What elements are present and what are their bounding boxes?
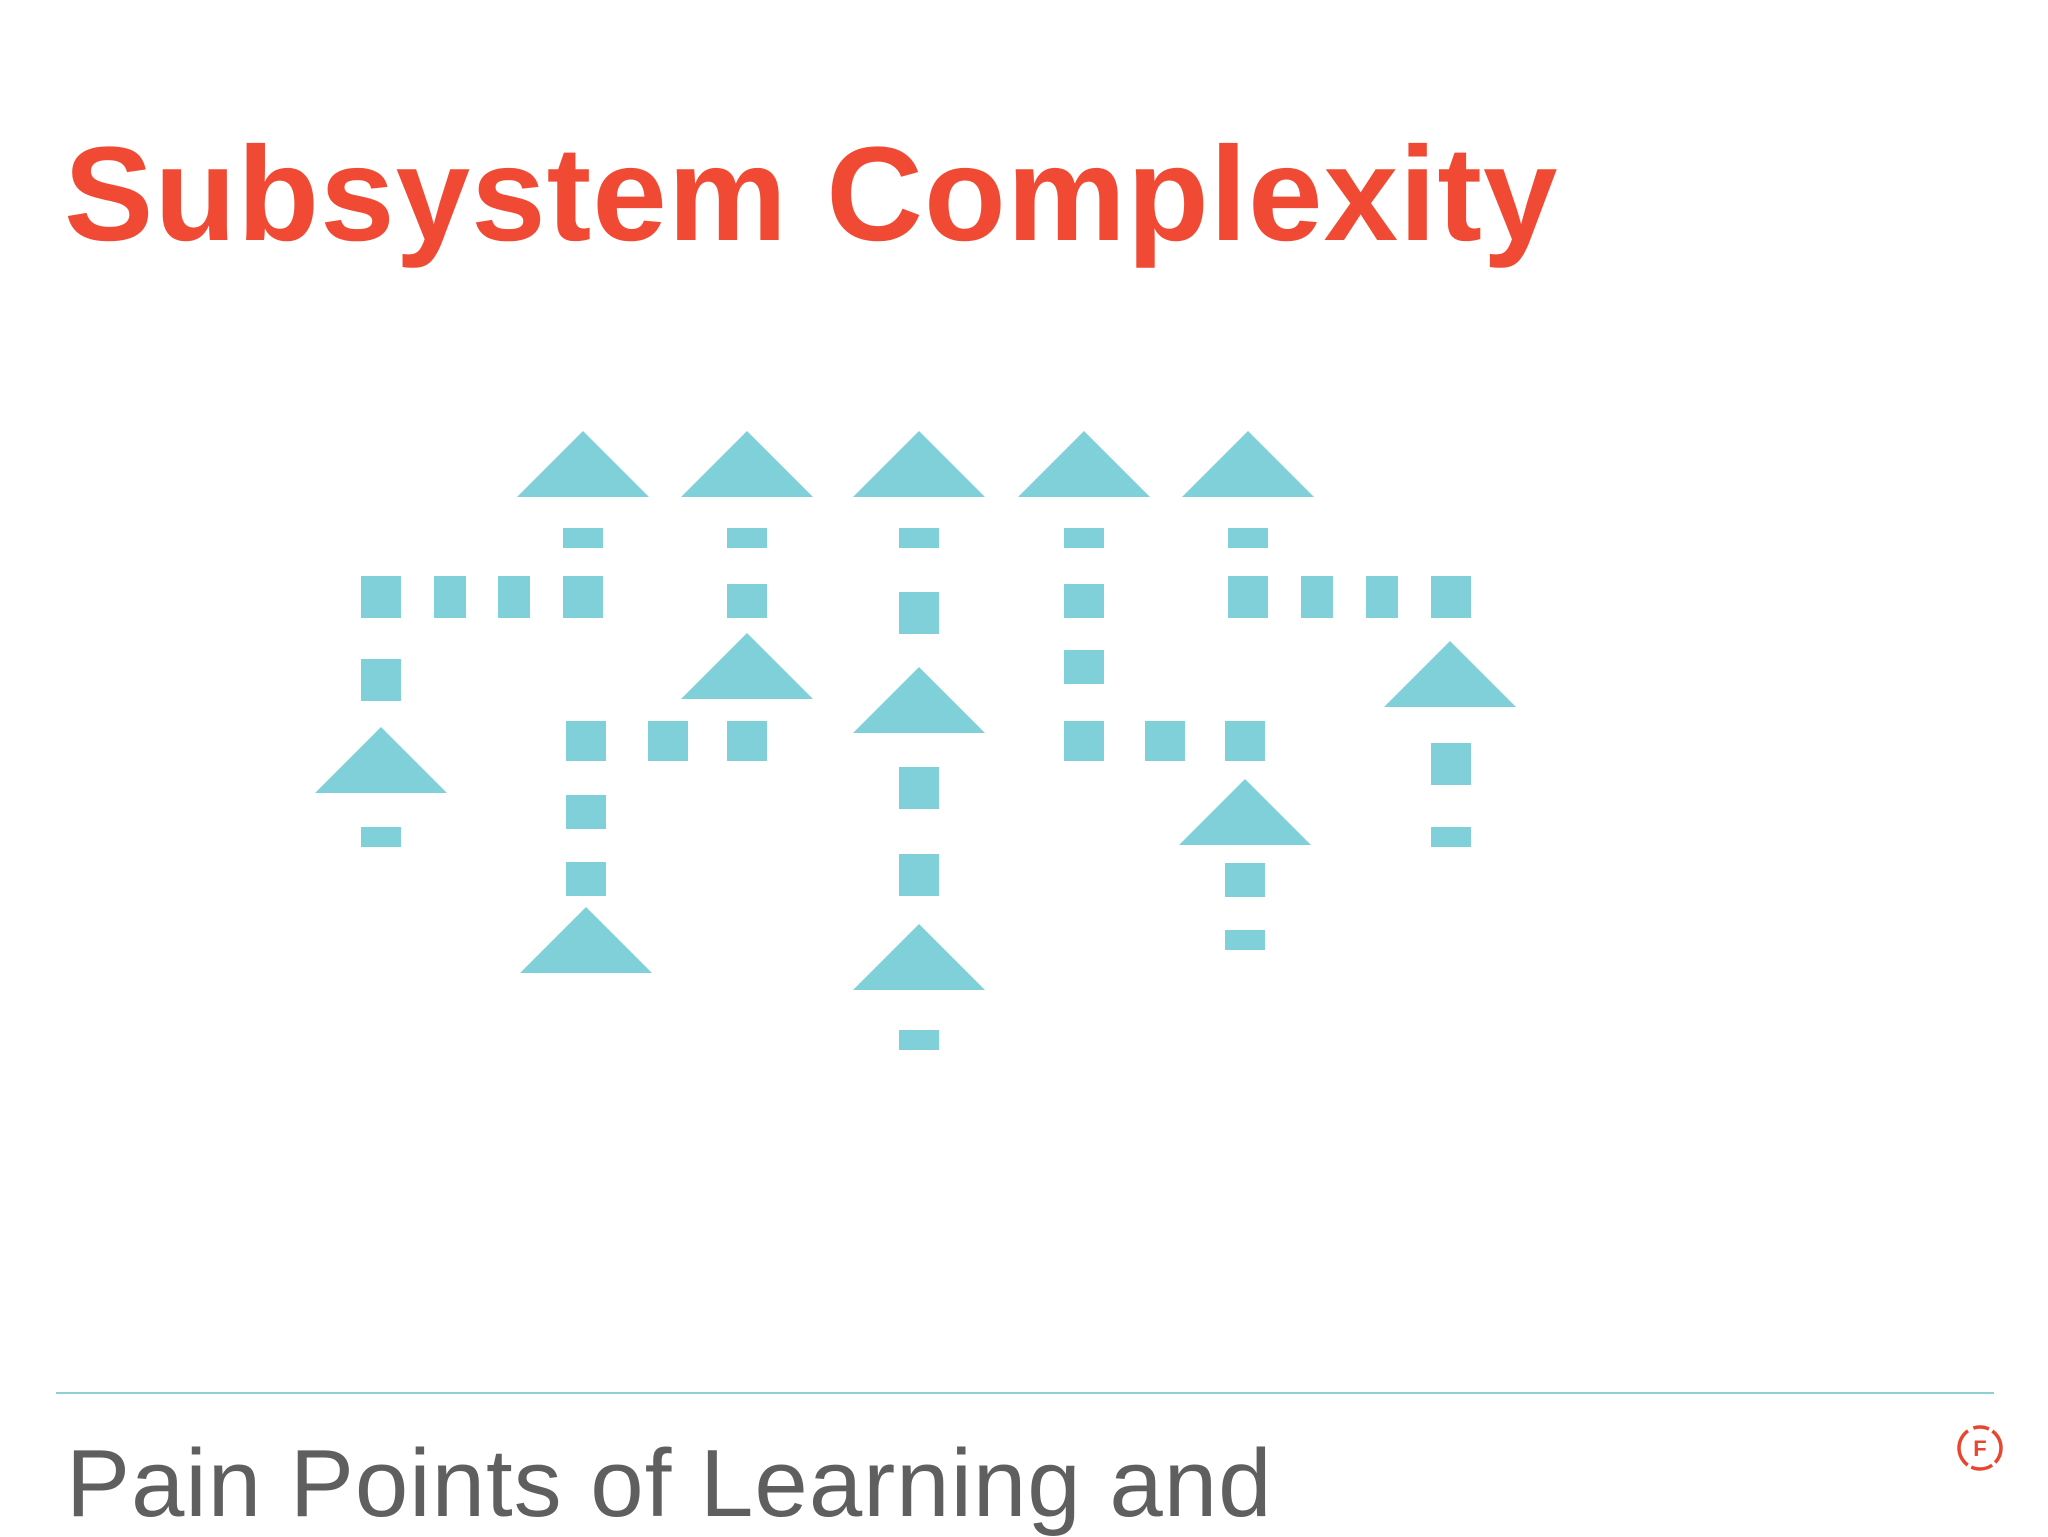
slide-title: Subsystem Complexity [64,120,1559,269]
connector-block-shape [1366,576,1398,618]
connector-block-shape [361,827,401,847]
connector-block-shape [566,862,606,896]
arrow-triangle-shape [853,667,985,733]
arrow-triangle-shape [853,924,985,990]
connector-block-shape [1225,863,1265,897]
connector-block-shape [1431,827,1471,847]
connector-block-shape [1228,528,1268,548]
connector-block-shape [1064,528,1104,548]
connector-block-shape [1225,930,1265,950]
connector-block-shape [434,576,466,618]
connector-block-shape [361,576,401,618]
brand-logo-icon: F [1957,1425,2003,1471]
connector-block-shape [899,592,939,634]
arrow-triangle-shape [853,431,985,497]
arrow-triangle-shape [520,907,652,973]
arrow-triangle-shape [1182,431,1314,497]
connector-block-shape [1228,576,1268,618]
connector-block-shape [727,528,767,548]
connector-block-shape [1064,650,1104,684]
arrow-triangle-shape [681,633,813,699]
arrow-triangle-shape [1384,641,1516,707]
connector-block-shape [566,721,606,761]
connector-block-shape [1064,721,1104,761]
connector-block-shape [361,659,401,701]
logo-ring [1957,1425,2003,1471]
connector-block-shape [727,721,767,761]
connector-block-shape [727,584,767,618]
connector-block-shape [1431,576,1471,618]
arrow-triangle-shape [1179,779,1311,845]
connector-block-shape [563,576,603,618]
arrow-triangle-shape [1018,431,1150,497]
connector-block-shape [899,767,939,809]
arrow-triangle-shape [681,431,813,497]
connector-block-shape [1145,721,1185,761]
connector-block-shape [1225,721,1265,761]
connector-block-shape [899,528,939,548]
connector-block-shape [566,795,606,829]
logo-letter: F [1973,1436,1986,1461]
connector-block-shape [1301,576,1333,618]
arrow-triangle-shape [315,727,447,793]
connector-block-shape [648,721,688,761]
footer-divider [56,1392,1994,1394]
arrow-triangle-shape [517,431,649,497]
connector-block-shape [899,854,939,896]
slide-footer-text: Pain Points of Learning and [66,1430,1273,1537]
connector-block-shape [563,528,603,548]
connector-block-shape [1064,584,1104,618]
connector-block-shape [498,576,530,618]
connector-block-shape [1431,743,1471,785]
connector-block-shape [899,1030,939,1050]
